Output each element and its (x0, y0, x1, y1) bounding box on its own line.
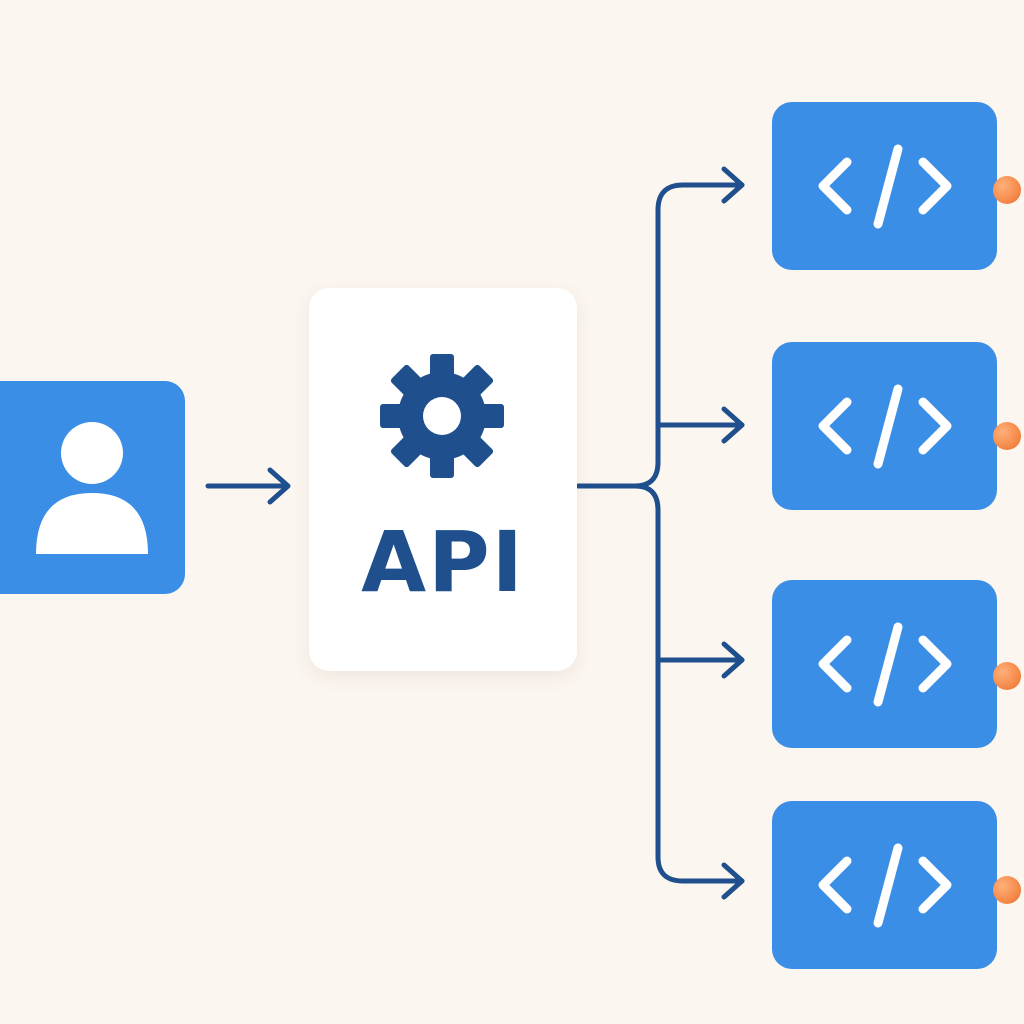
branch-line-1 (655, 182, 745, 465)
branch-arrowhead-2 (721, 406, 745, 444)
service-node-3 (772, 580, 997, 748)
branch-arrowhead-1 (721, 166, 745, 204)
api-label: API (361, 513, 525, 611)
service-node-2 (772, 342, 997, 510)
service-node-1 (772, 102, 997, 270)
branch-line-3 (655, 507, 745, 663)
branch-arrowhead-4 (721, 862, 745, 900)
user-to-api-arrowhead (267, 467, 291, 505)
gear-icon (380, 354, 504, 478)
code-icon (818, 144, 952, 229)
service-status-dot-3 (993, 662, 1021, 690)
service-node-4 (772, 801, 997, 969)
api-node (309, 288, 577, 671)
code-icon (818, 843, 952, 928)
code-icon (818, 622, 952, 707)
service-status-dot-2 (993, 422, 1021, 450)
api-trunk-lower-join (632, 483, 661, 513)
branch-arrowhead-3 (721, 641, 745, 679)
service-status-dot-4 (993, 876, 1021, 904)
branch-line-4 (655, 657, 745, 884)
service-status-dot-1 (993, 176, 1021, 204)
user-node (0, 381, 185, 594)
api-trunk-upper-join (575, 459, 661, 489)
user-icon (36, 422, 148, 554)
code-icon (818, 384, 952, 469)
